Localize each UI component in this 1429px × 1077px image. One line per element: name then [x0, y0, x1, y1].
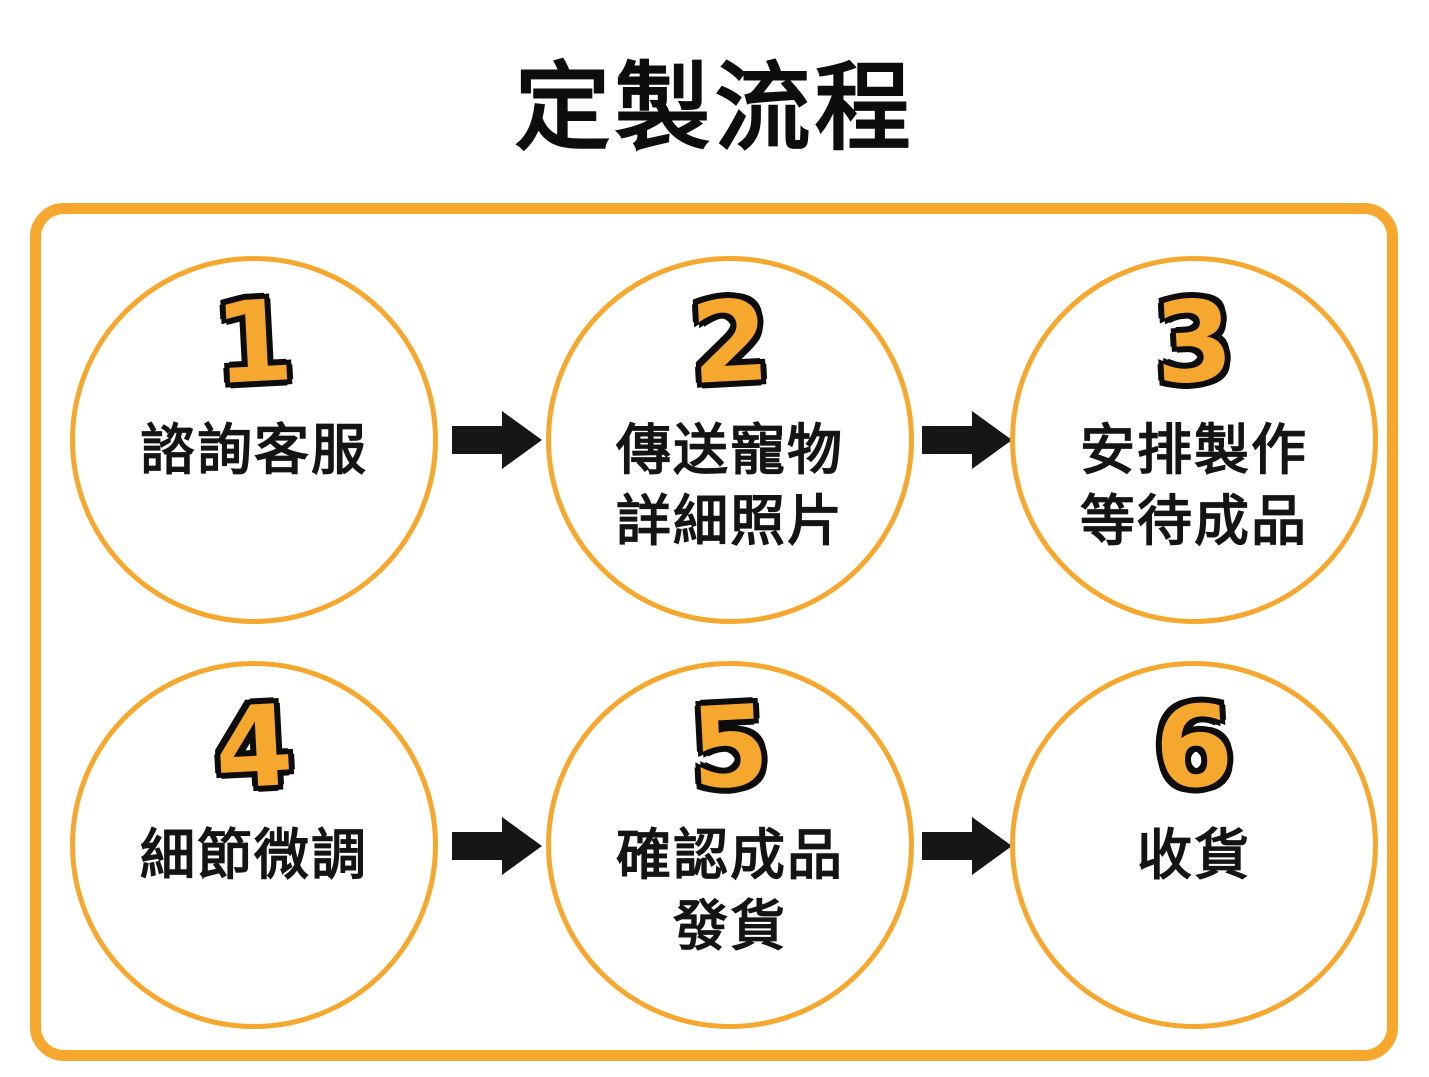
step-label-6: 收貨	[1137, 820, 1251, 892]
step-label-3: 安排製作 等待成品	[1080, 415, 1308, 558]
step-label-1-line-1: 諮詢客服	[139, 417, 368, 482]
step-label-5-line-1: 確認成品	[615, 822, 844, 887]
page-title: 定製流程	[514, 52, 915, 164]
step-number-3: 3	[1151, 276, 1237, 410]
step-number-1: 1	[211, 276, 297, 410]
step-number-6: 6	[1151, 681, 1237, 815]
step-number-4: 4	[211, 681, 297, 815]
step-label-2-line-1: 傳送寵物	[615, 417, 844, 482]
arrow-icon-5-to-6	[922, 815, 1014, 877]
process-board: 1 諮詢客服 2 傳送寵物 詳細照片 3 安排製作 等待成品 4 細節微調	[30, 203, 1398, 1061]
arrow-icon-4-to-5	[452, 815, 544, 877]
step-circle-6: 6 收貨	[1010, 661, 1378, 1029]
step-label-6-line-1: 收貨	[1136, 822, 1251, 887]
step-number-2: 2	[687, 276, 773, 410]
step-label-4: 細節微調	[140, 820, 368, 892]
step-label-3-line-2: 等待成品	[1079, 489, 1308, 554]
arrow-icon-2-to-3	[922, 409, 1014, 471]
step-label-2-line-2: 詳細照片	[615, 489, 844, 554]
step-label-2: 傳送寵物 詳細照片	[616, 415, 844, 558]
step-label-5: 確認成品 發貨	[616, 820, 844, 963]
step-circle-2: 2 傳送寵物 詳細照片	[546, 256, 914, 624]
arrow-icon-1-to-2	[452, 409, 544, 471]
step-label-1: 諮詢客服	[140, 415, 368, 487]
step-circle-4: 4 細節微調	[70, 661, 438, 1029]
step-circle-5: 5 確認成品 發貨	[546, 661, 914, 1029]
step-label-3-line-1: 安排製作	[1079, 417, 1308, 482]
step-label-4-line-1: 細節微調	[139, 822, 368, 887]
step-circle-3: 3 安排製作 等待成品	[1010, 256, 1378, 624]
step-label-5-line-2: 發貨	[672, 894, 787, 959]
step-number-5: 5	[687, 681, 773, 815]
step-circle-1: 1 諮詢客服	[70, 256, 438, 624]
